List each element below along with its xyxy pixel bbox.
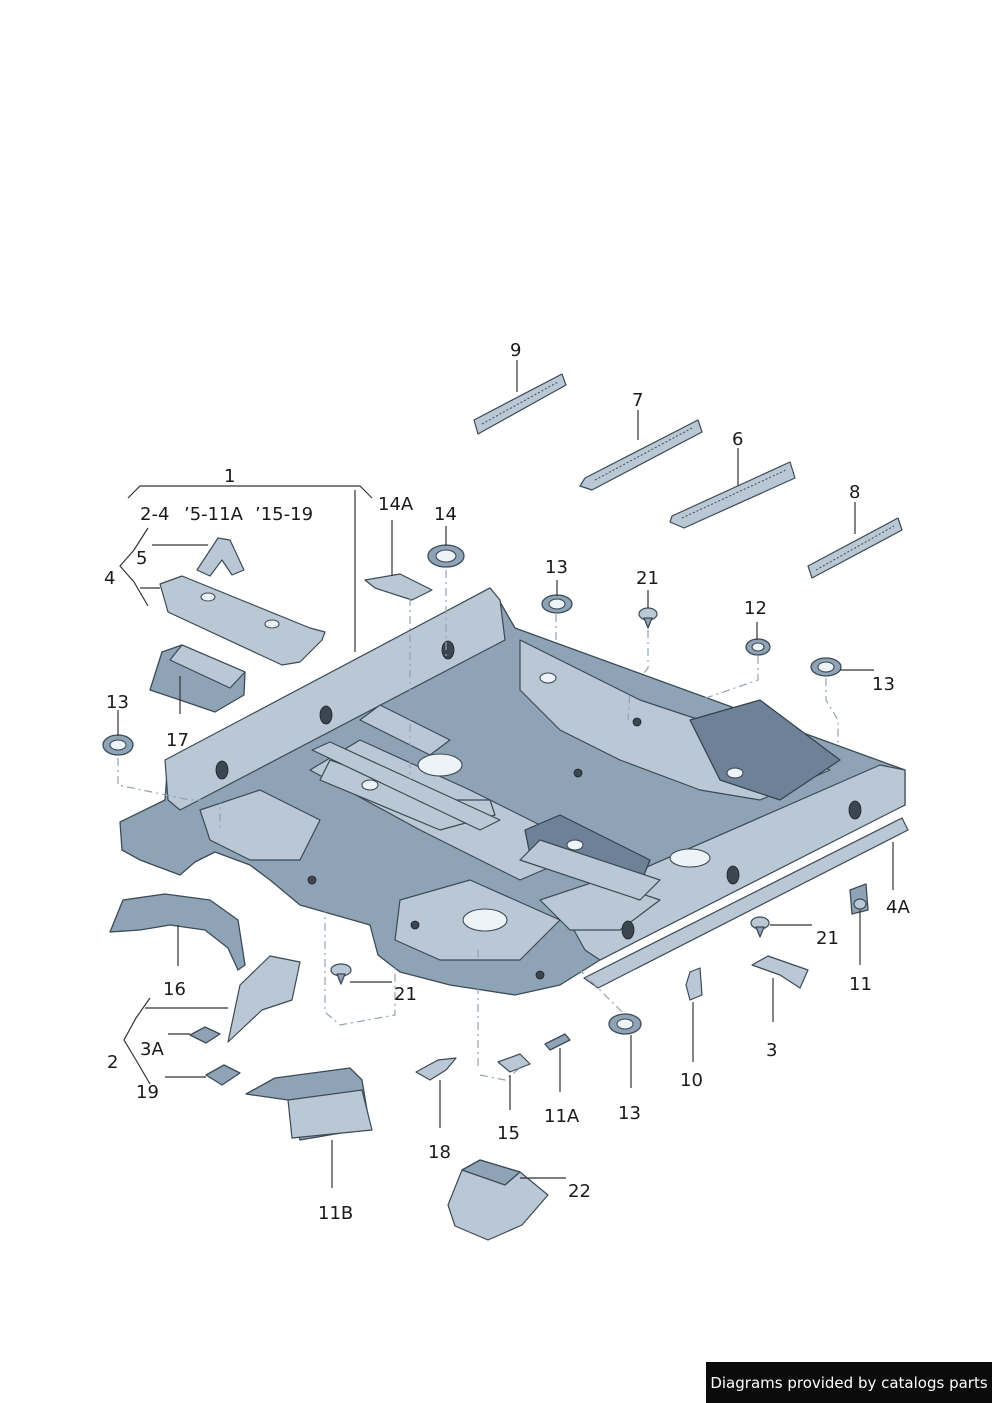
- callout-labels: 1 2-4 ’5-11A ’15-19 5 4 14A 14 9 7 6 8 1…: [104, 340, 910, 1224]
- bracket-18: [415, 1057, 457, 1081]
- callout-22: 22: [568, 1181, 591, 1202]
- callout-18: 18: [428, 1142, 451, 1163]
- callout-5-11a: ’5-11A: [184, 504, 244, 525]
- callout-15-19: ’15-19: [255, 504, 313, 525]
- nut-19: [205, 1064, 241, 1086]
- callout-14a: 14A: [378, 494, 414, 515]
- bracket-10: [685, 967, 703, 1001]
- callout-4a: 4A: [886, 897, 910, 918]
- callout-2-4: 2-4: [140, 504, 169, 525]
- grommet-13-left: [102, 734, 134, 756]
- callout-7: 7: [632, 390, 643, 411]
- credit-banner: Diagrams provided by catalogs parts: [706, 1362, 992, 1403]
- callout-10: 10: [680, 1070, 703, 1091]
- callout-11a: 11A: [544, 1106, 580, 1127]
- callout-21-bottom: 21: [394, 984, 417, 1005]
- bracket-11b: [245, 1067, 373, 1141]
- bracket-17: [149, 644, 246, 713]
- callout-15: 15: [497, 1123, 520, 1144]
- dash-lines: [117, 570, 839, 1081]
- nut-3a: [189, 1026, 221, 1044]
- callout-13-bottom: 13: [618, 1103, 641, 1124]
- callout-16: 16: [163, 979, 186, 1000]
- callout-17: 17: [166, 730, 189, 751]
- grommet-12: [745, 638, 771, 656]
- callout-19: 19: [136, 1082, 159, 1103]
- callout-13-top: 13: [545, 557, 568, 578]
- callout-3: 3: [766, 1040, 777, 1061]
- sill-strip-6: [669, 461, 796, 529]
- sill-strip-4a: [583, 817, 909, 989]
- wheelhouse-16: [109, 893, 246, 971]
- grommet-14: [427, 544, 465, 568]
- callout-8: 8: [849, 482, 860, 503]
- callout-3a: 3A: [140, 1039, 164, 1060]
- grommet-13-bottom: [608, 1013, 642, 1035]
- leader-lines: [117, 360, 894, 1188]
- callout-14: 14: [434, 504, 457, 525]
- callout-1: 1: [224, 466, 235, 487]
- sill-strip-9: [473, 373, 567, 435]
- floor-pan-assembly: [119, 587, 906, 996]
- clip-21-bottom: [330, 963, 352, 985]
- callout-12: 12: [744, 598, 767, 619]
- sill-strip-7: [579, 419, 703, 491]
- callout-9: 9: [510, 340, 521, 361]
- crossmember-4: [159, 575, 326, 666]
- callout-13-left: 13: [106, 692, 129, 713]
- callout-21-top: 21: [636, 568, 659, 589]
- bracket-3: [751, 955, 809, 989]
- grommet-13-right: [810, 657, 842, 677]
- reinforcement-2: [227, 955, 301, 1043]
- callout-21-right: 21: [816, 928, 839, 949]
- bracket-11a: [544, 1033, 571, 1051]
- callout-11: 11: [849, 974, 872, 995]
- grommet-13-top: [541, 594, 573, 614]
- bracket-14a: [364, 573, 433, 601]
- clip-21-top: [638, 607, 658, 629]
- bracket-5: [196, 537, 245, 577]
- callout-6: 6: [732, 429, 743, 450]
- callout-5: 5: [136, 548, 147, 569]
- clip-21-right: [750, 916, 770, 938]
- callout-2: 2: [107, 1052, 118, 1073]
- callout-11b: 11B: [318, 1203, 353, 1224]
- heat-shield-22: [447, 1159, 549, 1241]
- sill-strip-8: [807, 517, 903, 579]
- callout-13-right: 13: [872, 674, 895, 695]
- plug-11: [849, 883, 869, 915]
- bracket-15: [497, 1053, 531, 1073]
- callout-4: 4: [104, 568, 115, 589]
